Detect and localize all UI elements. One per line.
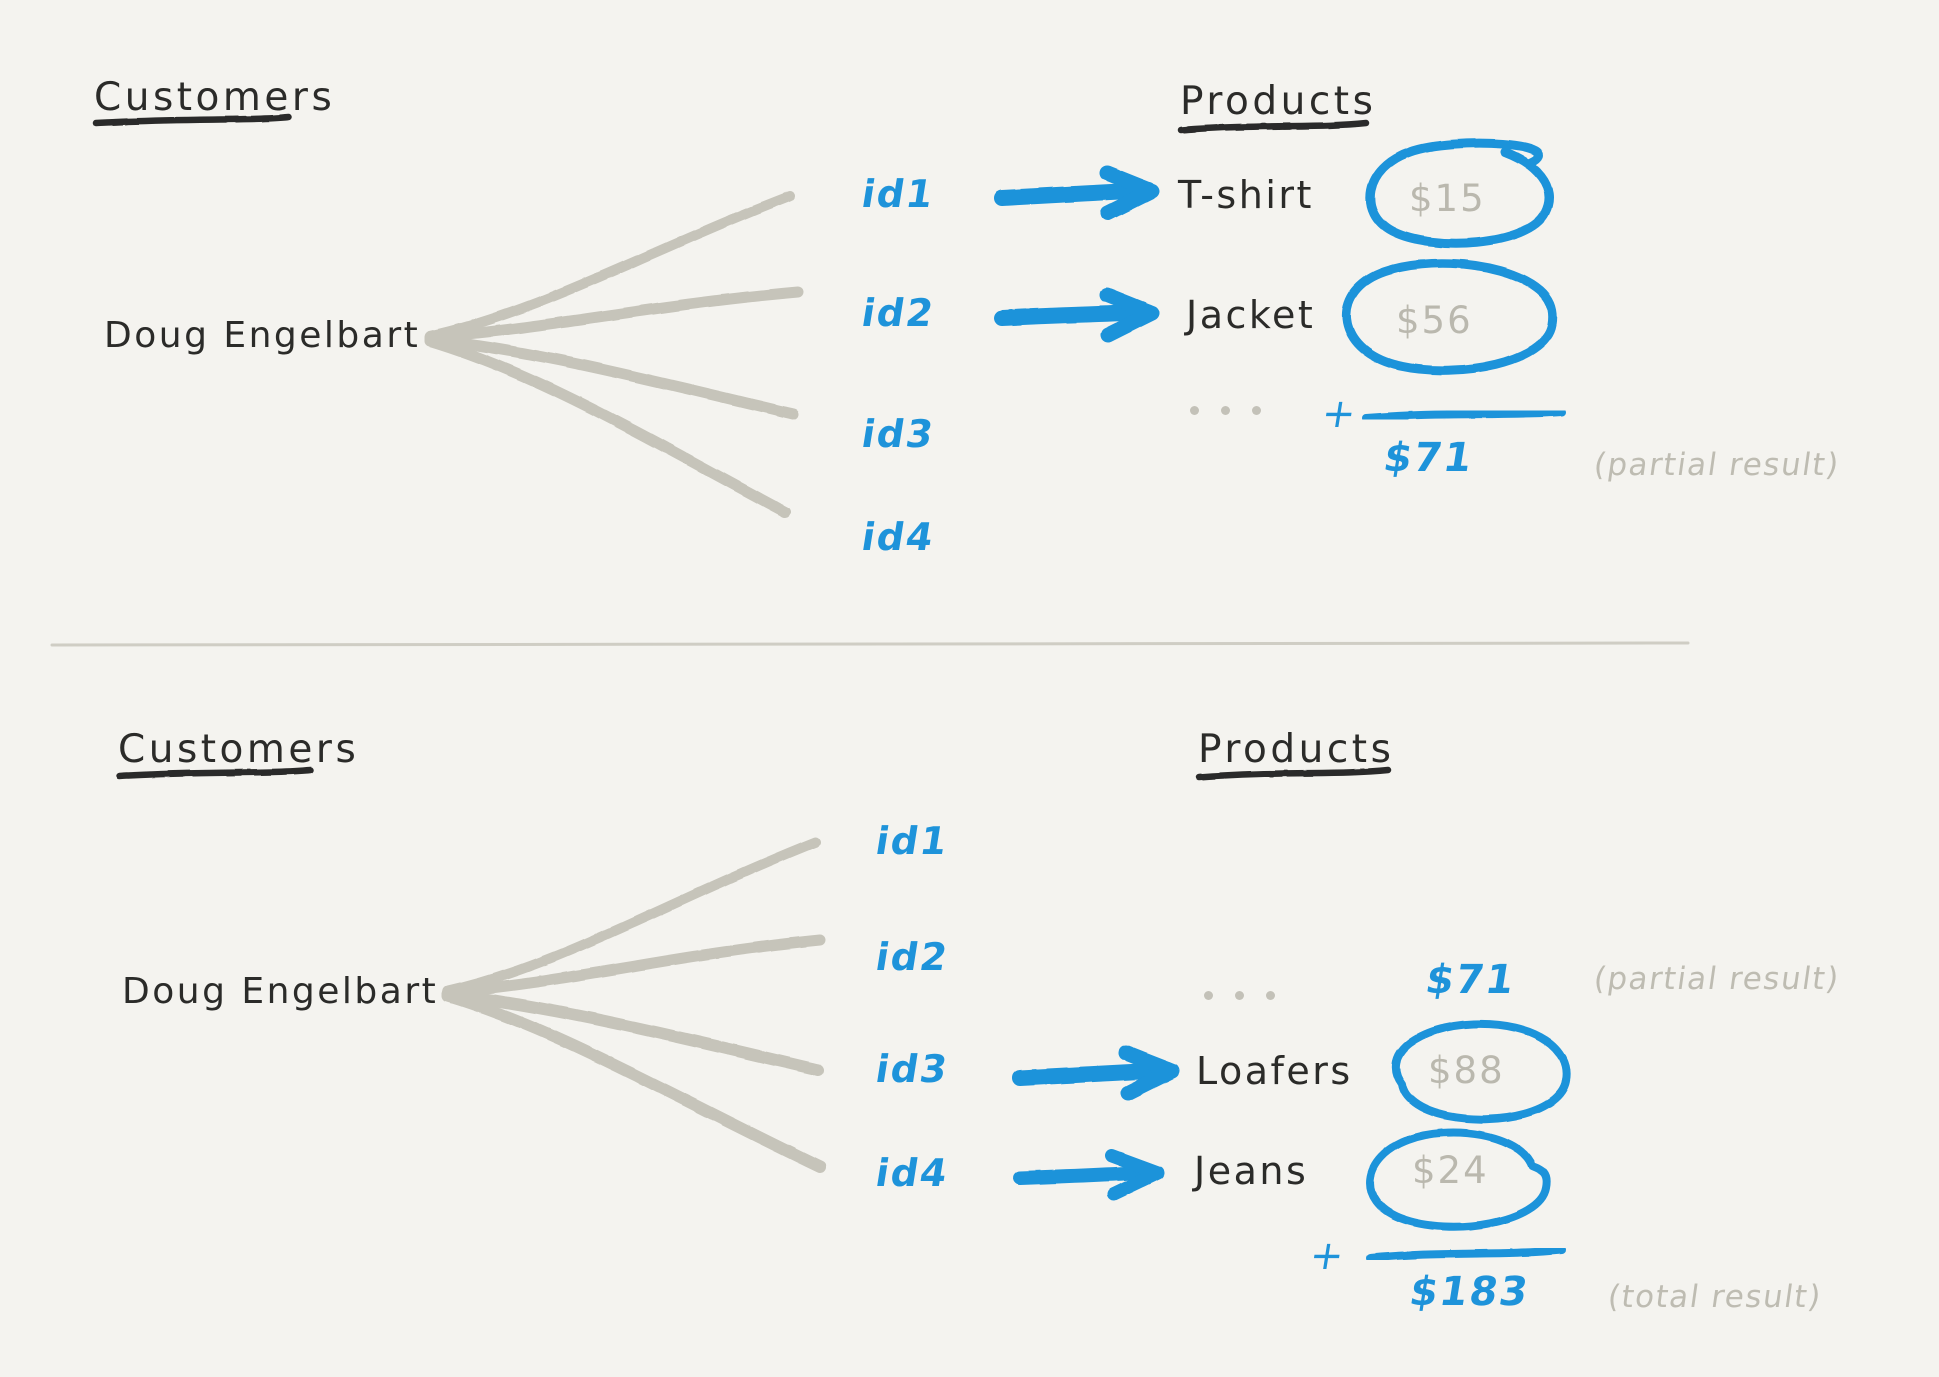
top-sum-note: (partial result) <box>1591 447 1843 483</box>
top-customers-heading: Customers <box>94 75 336 120</box>
top-arrows <box>994 165 1160 343</box>
bottom-id-label-2: id2 <box>872 935 953 979</box>
top-fan-curves <box>424 191 804 518</box>
top-id-label-3: id3 <box>858 412 939 456</box>
top-products-heading: Products <box>1180 79 1377 124</box>
top-sum-bar <box>1362 408 1566 422</box>
bottom-customer-name: Doug Engelbart <box>122 971 439 1012</box>
bottom-carried-note: (partial result) <box>1591 961 1843 997</box>
bottom-products-heading: Products <box>1198 727 1395 772</box>
arrow-id1-tshirt <box>994 165 1160 221</box>
bottom-product-name-2: Jeans <box>1194 1149 1309 1193</box>
bottom-sum-value: $183 <box>1406 1269 1533 1315</box>
top-id-label-4: id4 <box>858 515 939 559</box>
bottom-price-1: $88 <box>1428 1049 1505 1092</box>
top-sum-value: $71 <box>1380 435 1478 481</box>
top-price-2: $56 <box>1396 299 1473 342</box>
top-product-name-1: T-shirt <box>1178 173 1314 217</box>
bottom-customers-heading: Customers <box>118 727 360 772</box>
bottom-price-2: $24 <box>1412 1149 1489 1192</box>
arrow-id2-jacket <box>994 287 1160 343</box>
arrow-id4-jeans <box>1013 1149 1165 1201</box>
bottom-product-name-1: Loafers <box>1196 1049 1353 1093</box>
bottom-id-label-4: id4 <box>872 1151 953 1195</box>
top-product-name-2: Jacket <box>1186 293 1316 337</box>
top-ellipsis <box>1190 400 1283 419</box>
top-id-label-2: id2 <box>858 291 939 335</box>
top-plus-sign: + <box>1318 391 1362 437</box>
bottom-sum-bar <box>1366 1246 1566 1262</box>
bottom-arrows <box>1012 1045 1180 1201</box>
bottom-sum-note: (total result) <box>1605 1279 1825 1315</box>
bottom-fan-curves <box>442 837 826 1173</box>
bottom-id-label-3: id3 <box>872 1047 953 1091</box>
bottom-plus-sign: + <box>1306 1233 1350 1279</box>
bottom-id-label-1: id1 <box>872 819 953 863</box>
top-price-1: $15 <box>1409 177 1486 220</box>
section-divider <box>50 641 1690 647</box>
arrow-id3-loafers <box>1012 1045 1180 1101</box>
bottom-ellipsis <box>1204 985 1297 1004</box>
top-customer-name: Doug Engelbart <box>104 315 421 356</box>
bottom-carried-value: $71 <box>1422 957 1520 1003</box>
top-id-label-1: id1 <box>858 172 939 216</box>
